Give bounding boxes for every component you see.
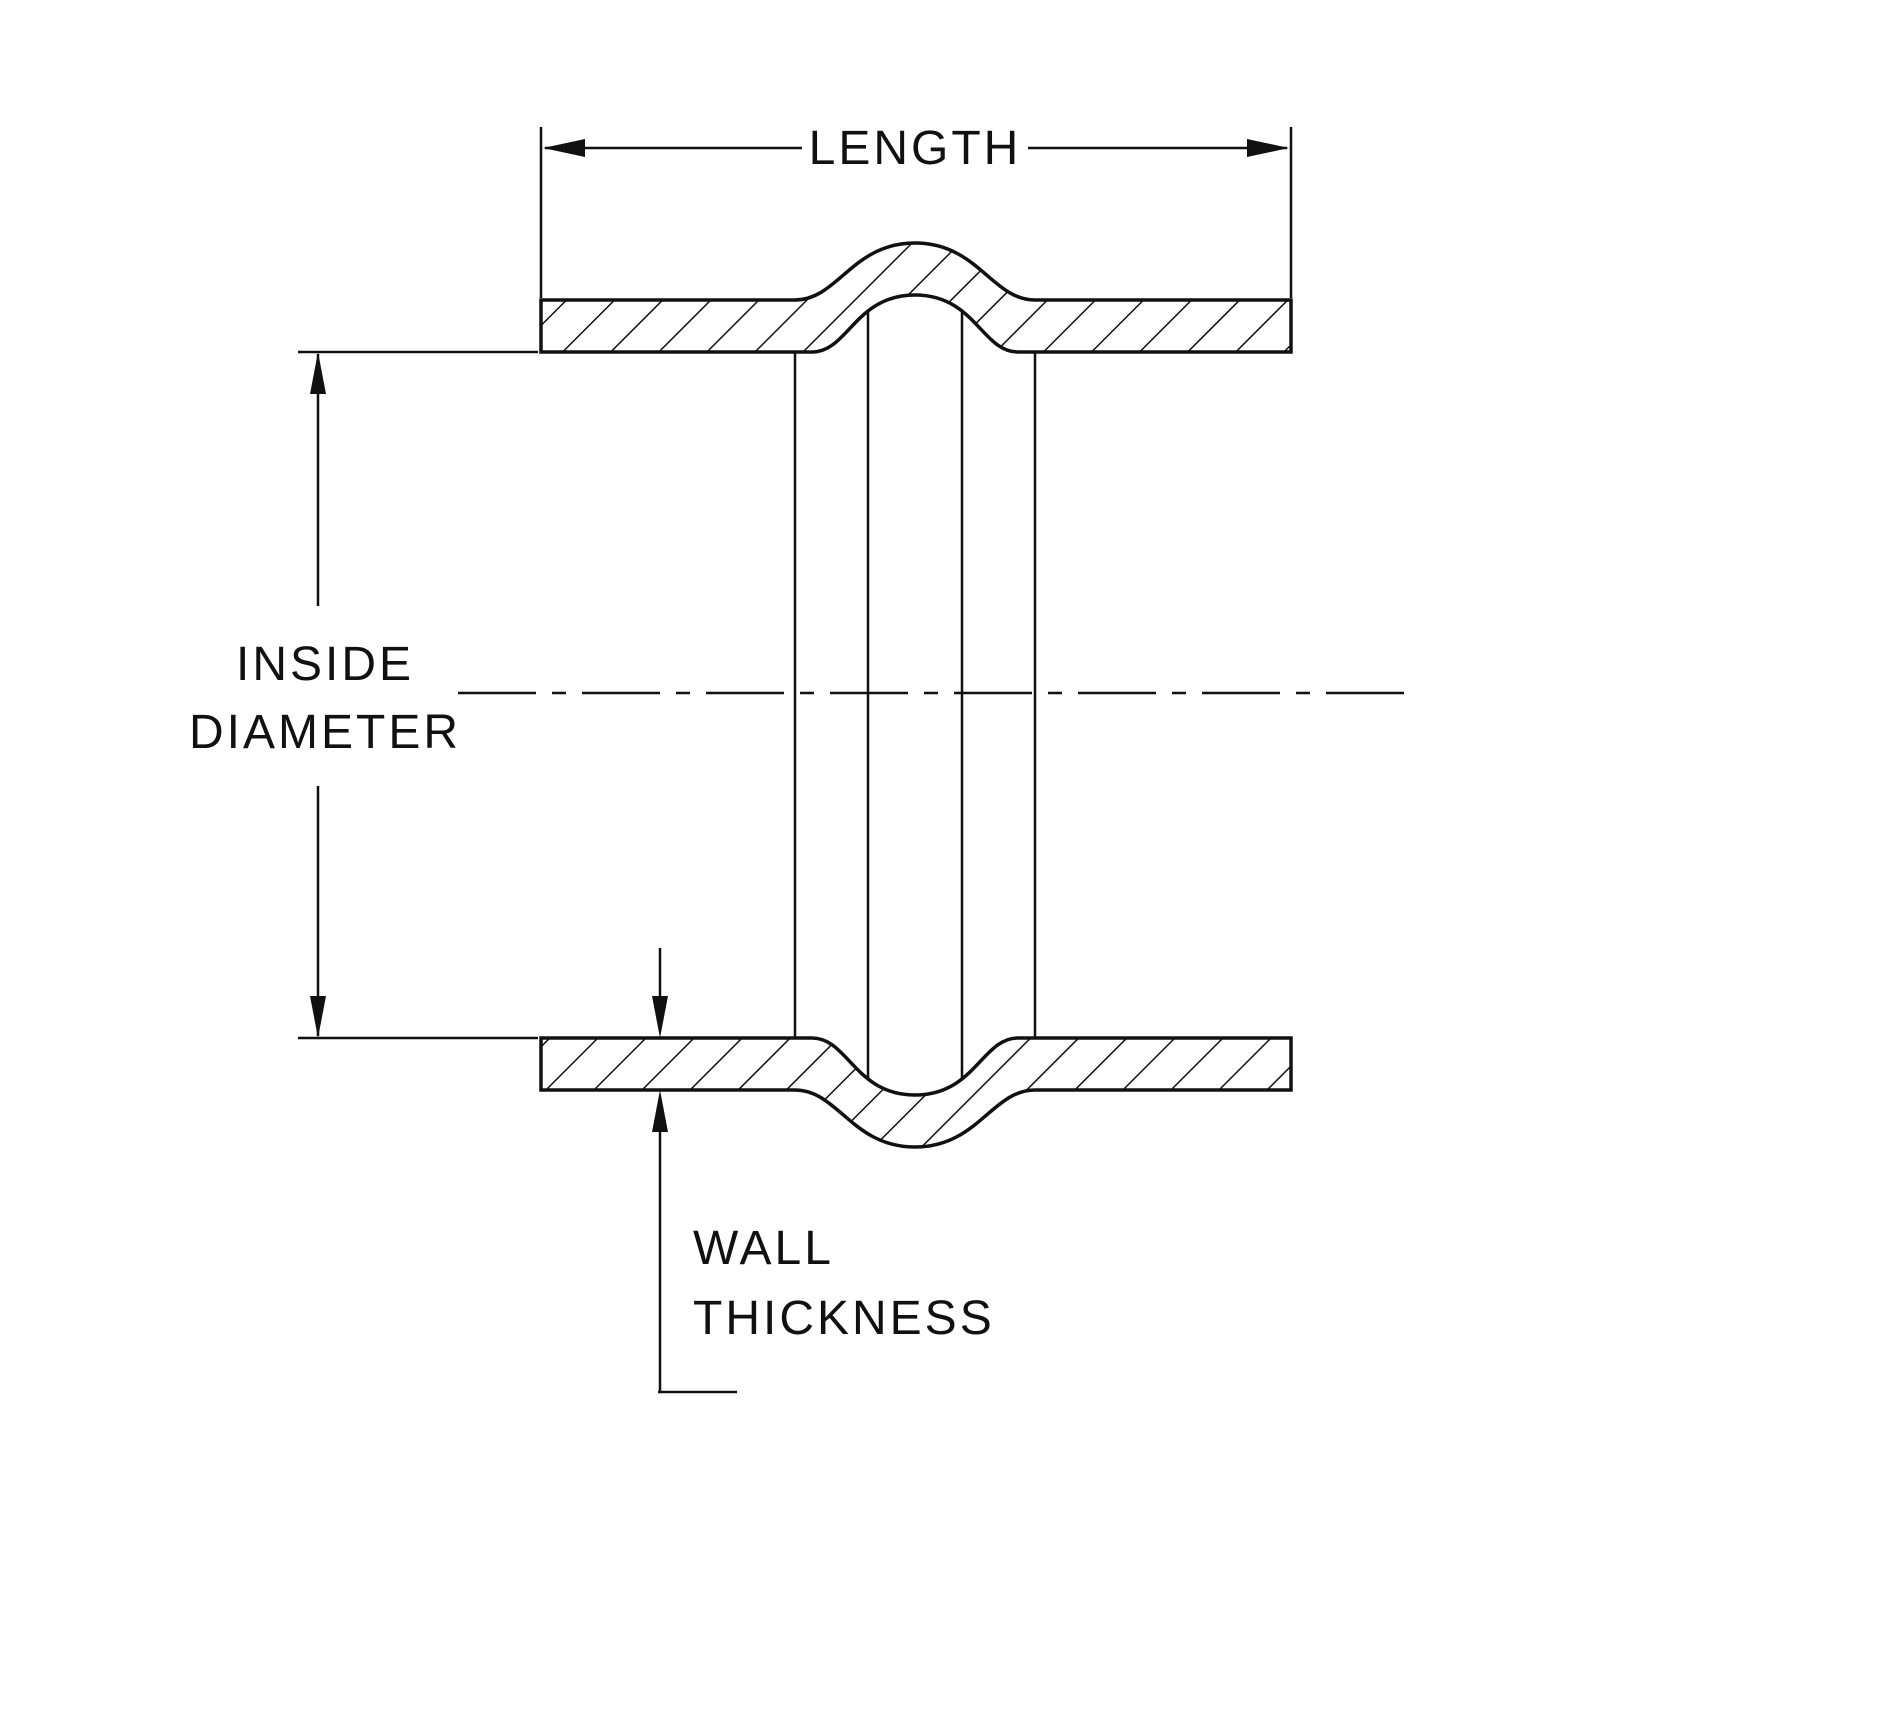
wall-thickness-dimension: WALL THICKNESS xyxy=(652,948,995,1394)
length-dimension: LENGTH xyxy=(539,122,1293,298)
wt-arrow-down-icon xyxy=(652,996,668,1038)
length-arrow-left-icon xyxy=(543,139,585,157)
top-wall-section xyxy=(539,241,1293,354)
id-arrow-up-icon xyxy=(310,352,326,394)
length-label: LENGTH xyxy=(809,122,1022,175)
inside-diameter-label-line2: DIAMETER xyxy=(189,706,461,759)
id-arrow-down-icon xyxy=(310,996,326,1038)
wall-thickness-label-line2: THICKNESS xyxy=(693,1292,995,1345)
inside-diameter-label-line1: INSIDE xyxy=(236,638,414,691)
length-arrow-right-icon xyxy=(1247,139,1289,157)
bottom-wall-section xyxy=(539,1036,1293,1149)
coupler-body xyxy=(458,241,1415,1149)
wt-arrow-up-icon xyxy=(652,1090,668,1132)
inside-diameter-dimension: INSIDE DIAMETER xyxy=(189,350,538,1040)
wall-thickness-label-line1: WALL xyxy=(693,1222,834,1275)
